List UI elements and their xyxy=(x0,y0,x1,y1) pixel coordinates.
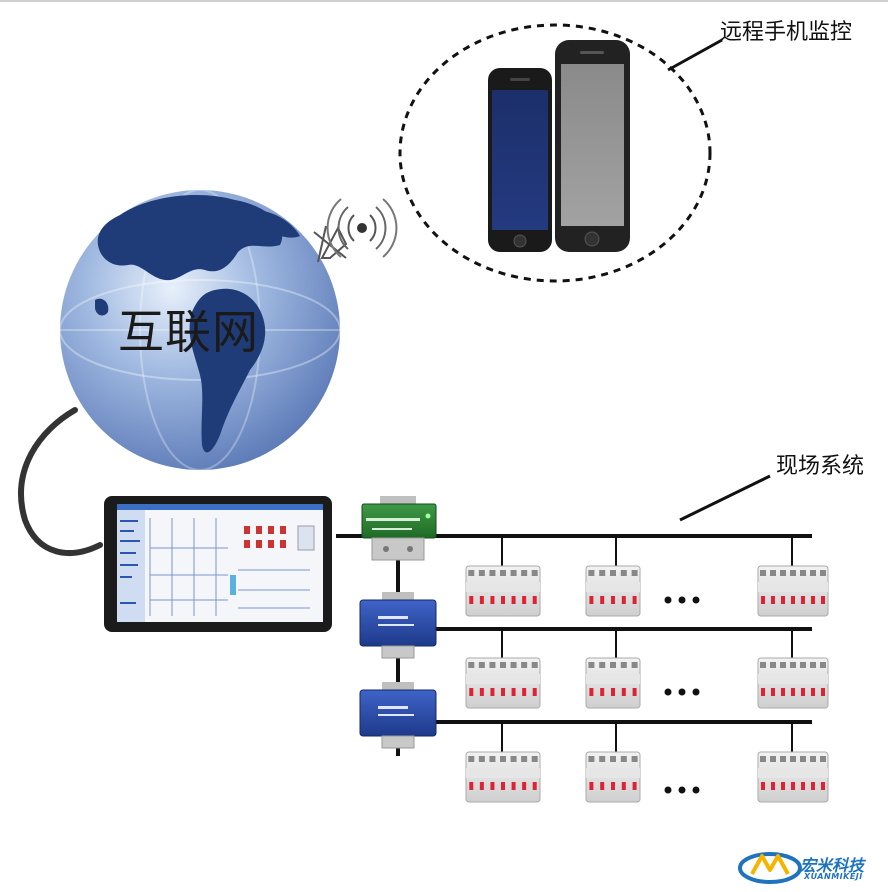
logo-text: 宏米科技 xyxy=(800,856,865,875)
switch-module xyxy=(757,751,829,803)
antenna-icon xyxy=(313,198,398,263)
internet-label: 互联网 xyxy=(118,305,259,359)
switch-module xyxy=(585,751,641,803)
switch-module xyxy=(465,751,541,803)
brand-logo: 宏米科技 XUANMIKEJI xyxy=(738,850,888,888)
phone-gray xyxy=(555,40,630,252)
globe-icon xyxy=(59,189,341,471)
remote-monitor-ellipse xyxy=(398,23,712,283)
switch-module xyxy=(465,657,541,709)
repeater-device-1 xyxy=(359,592,437,659)
switch-module xyxy=(585,657,641,709)
switch-module xyxy=(757,657,829,709)
field-system-label: 现场系统 xyxy=(776,454,865,479)
switch-module xyxy=(585,565,641,617)
touch-panel xyxy=(104,496,332,632)
phone-dark xyxy=(488,68,552,252)
brand-logo-icon xyxy=(738,852,802,884)
gateway-device xyxy=(361,496,437,561)
network-cable xyxy=(18,407,103,556)
logo-subtitle: XUANMIKEJI xyxy=(804,872,863,881)
repeater-device-2 xyxy=(359,682,437,749)
more-modules-dots xyxy=(664,596,700,794)
switch-module xyxy=(757,565,829,617)
remote-monitor-label: 远程手机监控 xyxy=(720,20,853,45)
switch-module xyxy=(465,565,541,617)
